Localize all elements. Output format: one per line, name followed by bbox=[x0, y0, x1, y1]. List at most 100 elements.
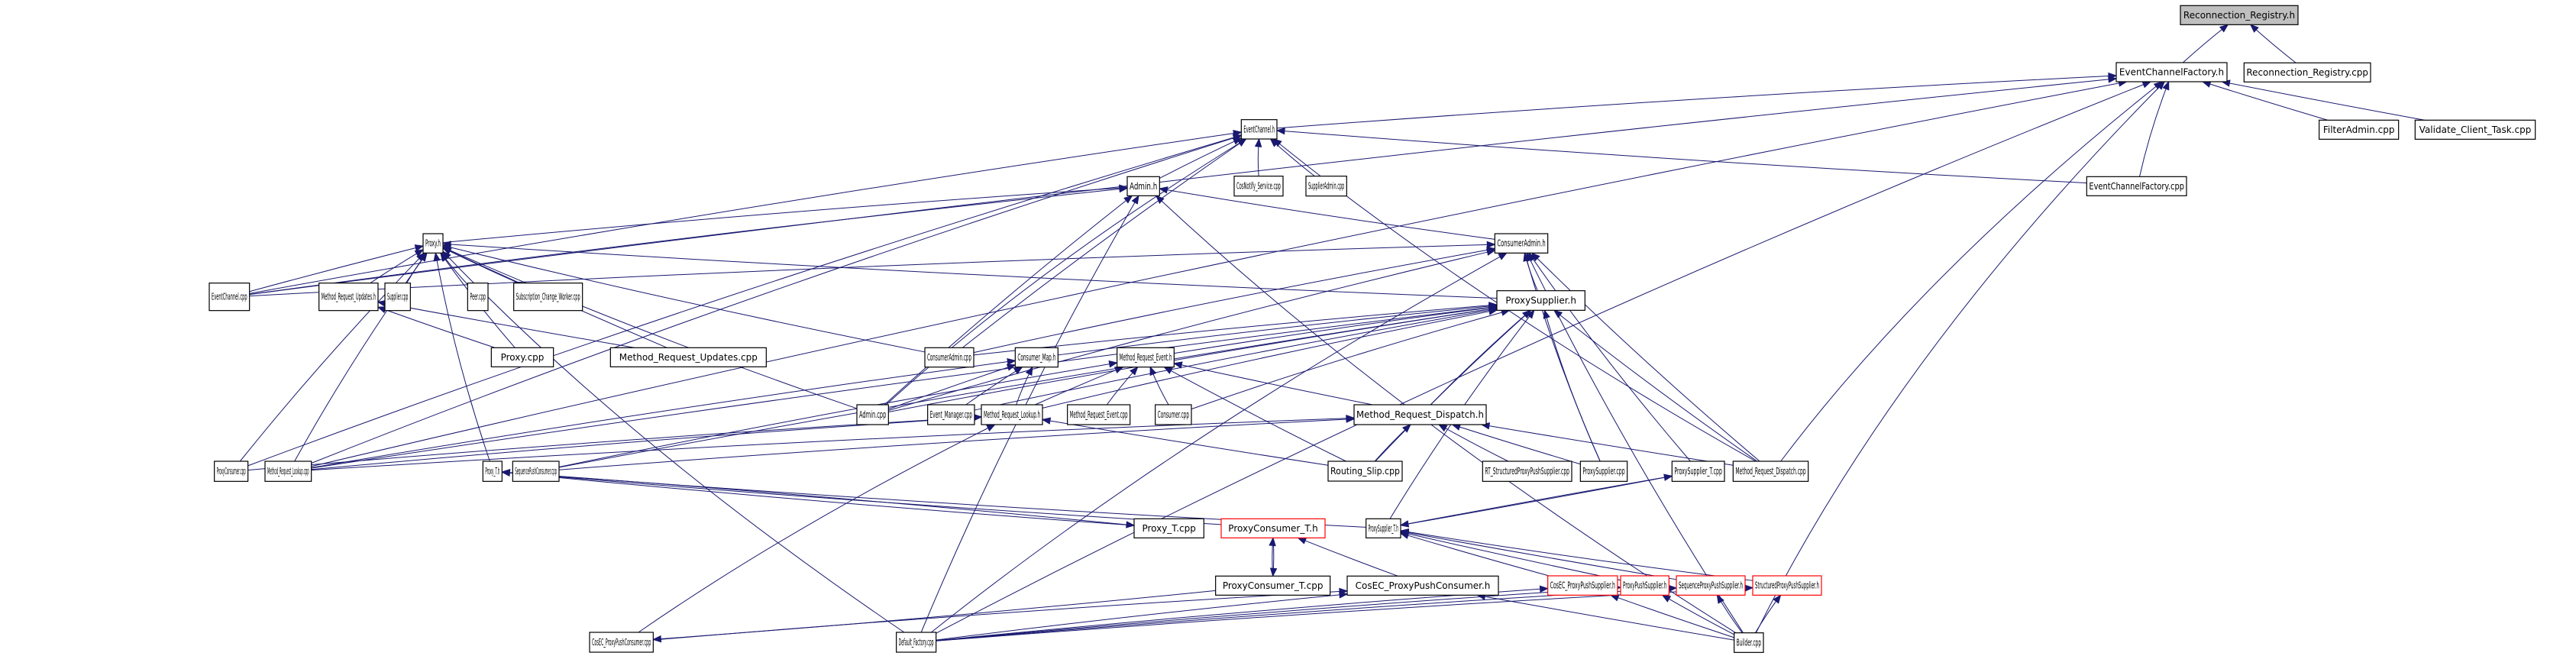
node-box[interactable] bbox=[422, 233, 444, 254]
node-box[interactable] bbox=[214, 460, 249, 482]
node-box[interactable] bbox=[1233, 176, 1284, 197]
node-proxysupplier-cpp[interactable]: ProxySupplier.cpp bbox=[1579, 460, 1628, 482]
node-consumeradmin-cpp[interactable]: ConsumerAdmin.cpp bbox=[924, 347, 974, 368]
node-proxysupplier-t-cpp[interactable]: ProxySupplier_T.cpp bbox=[1671, 460, 1725, 482]
node-eventchannel-h[interactable]: EventChannel.h bbox=[1240, 119, 1278, 140]
node-box[interactable] bbox=[1620, 575, 1669, 596]
node-routing-slip-cpp[interactable]: Routing_Slip.cpp bbox=[1327, 460, 1403, 482]
node-proxypushsupplier-h[interactable]: ProxyPushSupplier.h bbox=[1620, 575, 1669, 596]
node-box[interactable] bbox=[1220, 518, 1326, 538]
node-box[interactable] bbox=[1671, 460, 1725, 482]
node-proxy-h[interactable]: Proxy.h bbox=[422, 233, 444, 254]
node-structuredproxypushsupplier-h[interactable]: StructuredProxyPushSupplier.h bbox=[1752, 575, 1822, 596]
node-box[interactable] bbox=[1752, 575, 1822, 596]
node-consumer-cpp[interactable]: Consumer.cpp bbox=[1155, 404, 1192, 425]
node-box[interactable] bbox=[1482, 460, 1572, 482]
node-supplier-cpp[interactable]: Supplier.cpp bbox=[384, 283, 411, 312]
node-box[interactable] bbox=[1353, 404, 1487, 425]
node-proxysupplier-t-h[interactable]: ProxySupplier_T.h bbox=[1366, 518, 1401, 538]
node-eventchannelfactory-cpp[interactable]: EventChannelFactory.cpp bbox=[2086, 176, 2187, 196]
node-box[interactable] bbox=[513, 283, 583, 312]
node-box[interactable] bbox=[1676, 575, 1746, 596]
node-method-request-event-h[interactable]: Method_Request_Event.h bbox=[1117, 347, 1175, 368]
node-peer-cpp[interactable]: Peer.cpp bbox=[467, 283, 489, 312]
node-proxyconsumer-t-cpp[interactable]: ProxyConsumer_T.cpp bbox=[1215, 575, 1331, 596]
node-box[interactable] bbox=[1215, 575, 1331, 596]
node-box[interactable] bbox=[384, 283, 411, 312]
node-box[interactable] bbox=[490, 347, 554, 367]
node-cosec-proxypushconsumer-h[interactable]: CosEC_ProxyPushConsumer.h bbox=[1346, 575, 1499, 596]
node-admin-cpp[interactable]: Admin.cpp bbox=[856, 404, 889, 425]
node-proxysupplier-h[interactable]: ProxySupplier.h bbox=[1496, 290, 1585, 311]
node-box[interactable] bbox=[264, 460, 312, 482]
node-cosec-proxypushconsumer-cpp[interactable]: CosEC_ProxyPushConsumer.cpp bbox=[589, 632, 654, 653]
node-box[interactable] bbox=[1547, 575, 1618, 596]
node-box[interactable] bbox=[1117, 347, 1175, 368]
node-sequencepushconsumer-cpp[interactable]: SequencePushConsumer.cpp bbox=[512, 460, 560, 482]
node-box[interactable] bbox=[467, 283, 489, 312]
node-rt-structuredproxypushsupplier-cpp[interactable]: RT_StructuredProxyPushSupplier.cpp bbox=[1482, 460, 1572, 482]
node-box[interactable] bbox=[1014, 347, 1059, 368]
node-box[interactable] bbox=[589, 632, 654, 653]
node-proxy-t-cpp[interactable]: Proxy_T.cpp bbox=[1133, 518, 1204, 538]
node-box[interactable] bbox=[512, 460, 560, 482]
node-consumer-map-h[interactable]: Consumer_Map.h bbox=[1014, 347, 1059, 368]
node-method-request-lookup-cpp[interactable]: Method_Request_Lookup.cpp bbox=[264, 460, 312, 482]
node-box[interactable] bbox=[1734, 632, 1764, 653]
node-supplieradmin-cpp[interactable]: SupplierAdmin.cpp bbox=[1305, 176, 1347, 197]
node-box[interactable] bbox=[208, 283, 250, 312]
node-box[interactable] bbox=[927, 404, 975, 425]
node-box[interactable] bbox=[981, 404, 1043, 425]
node-box[interactable] bbox=[1579, 460, 1628, 482]
node-box[interactable] bbox=[2086, 176, 2187, 196]
node-validate-client-task-cpp[interactable]: Validate_Client_Task.cpp bbox=[2414, 119, 2536, 140]
node-cosnotify-service-cpp[interactable]: CosNotify_Service.cpp bbox=[1233, 176, 1284, 197]
node-box[interactable] bbox=[1732, 460, 1809, 482]
node-box[interactable] bbox=[482, 460, 503, 482]
node-method-request-updates-cpp[interactable]: Method_Request_Updates.cpp bbox=[609, 347, 767, 367]
node-box[interactable] bbox=[1327, 460, 1403, 482]
node-box[interactable] bbox=[856, 404, 889, 425]
node-filteradmin-cpp[interactable]: FilterAdmin.cpp bbox=[2319, 119, 2400, 140]
node-eventchannel-cpp[interactable]: EventChannel.cpp bbox=[208, 283, 250, 312]
node-cosec-proxypushsupplier-h[interactable]: CosEC_ProxyPushSupplier.h bbox=[1547, 575, 1618, 596]
node-box[interactable] bbox=[1496, 290, 1585, 311]
node-eventchannelfactory-h[interactable]: EventChannelFactory.h bbox=[2115, 62, 2228, 82]
node-box[interactable] bbox=[1346, 575, 1499, 596]
node-proxy-cpp[interactable]: Proxy.cpp bbox=[490, 347, 554, 367]
node-box[interactable] bbox=[1240, 119, 1278, 140]
node-box[interactable] bbox=[1494, 233, 1549, 254]
node-box[interactable] bbox=[1126, 176, 1160, 196]
node-method-request-event-cpp[interactable]: Method_Request_Event.cpp bbox=[1067, 404, 1131, 425]
node-box[interactable] bbox=[1133, 518, 1204, 538]
node-reconnection-registry-h[interactable]: Reconnection_Registry.h bbox=[2180, 5, 2299, 25]
node-box[interactable] bbox=[1366, 518, 1401, 538]
node-box[interactable] bbox=[2243, 62, 2371, 82]
node-consumeradmin-h[interactable]: ConsumerAdmin.h bbox=[1494, 233, 1549, 254]
node-box[interactable] bbox=[896, 632, 937, 653]
node-event-manager-cpp[interactable]: Event_Manager.cpp bbox=[927, 404, 975, 425]
node-box[interactable] bbox=[318, 283, 379, 312]
node-default-factory-cpp[interactable]: Default_Factory.cpp bbox=[896, 632, 937, 653]
node-box[interactable] bbox=[2180, 5, 2299, 25]
node-reconnection-registry-cpp[interactable]: Reconnection_Registry.cpp bbox=[2243, 62, 2371, 82]
node-box[interactable] bbox=[1067, 404, 1131, 425]
node-subscription-change-worker-cpp[interactable]: Subscription_Change_Worker.cpp bbox=[513, 283, 583, 312]
node-method-request-dispatch-h[interactable]: Method_Request_Dispatch.h bbox=[1353, 404, 1487, 425]
node-proxy-t-h[interactable]: Proxy_T.h bbox=[482, 460, 503, 482]
node-box[interactable] bbox=[2115, 62, 2228, 82]
node-method-request-lookup-h[interactable]: Method_Request_Lookup.h bbox=[981, 404, 1043, 425]
node-admin-h[interactable]: Admin.h bbox=[1126, 176, 1160, 196]
node-box[interactable] bbox=[1305, 176, 1347, 197]
node-method-request-updates-h[interactable]: Method_Request_Updates.h bbox=[318, 283, 379, 312]
node-box[interactable] bbox=[1155, 404, 1192, 425]
node-box[interactable] bbox=[2319, 119, 2400, 140]
node-builder-cpp[interactable]: Builder.cpp bbox=[1734, 632, 1764, 653]
node-box[interactable] bbox=[924, 347, 974, 368]
node-method-request-dispatch-cpp[interactable]: Method_Request_Dispatch.cpp bbox=[1732, 460, 1809, 482]
node-sequenceproxypushsupplier-h[interactable]: SequenceProxyPushSupplier.h bbox=[1676, 575, 1746, 596]
node-box[interactable] bbox=[609, 347, 767, 367]
node-proxyconsumer-cpp[interactable]: ProxyConsumer.cpp bbox=[214, 460, 249, 482]
node-proxyconsumer-t-h[interactable]: ProxyConsumer_T.h bbox=[1220, 518, 1326, 538]
node-box[interactable] bbox=[2414, 119, 2536, 140]
